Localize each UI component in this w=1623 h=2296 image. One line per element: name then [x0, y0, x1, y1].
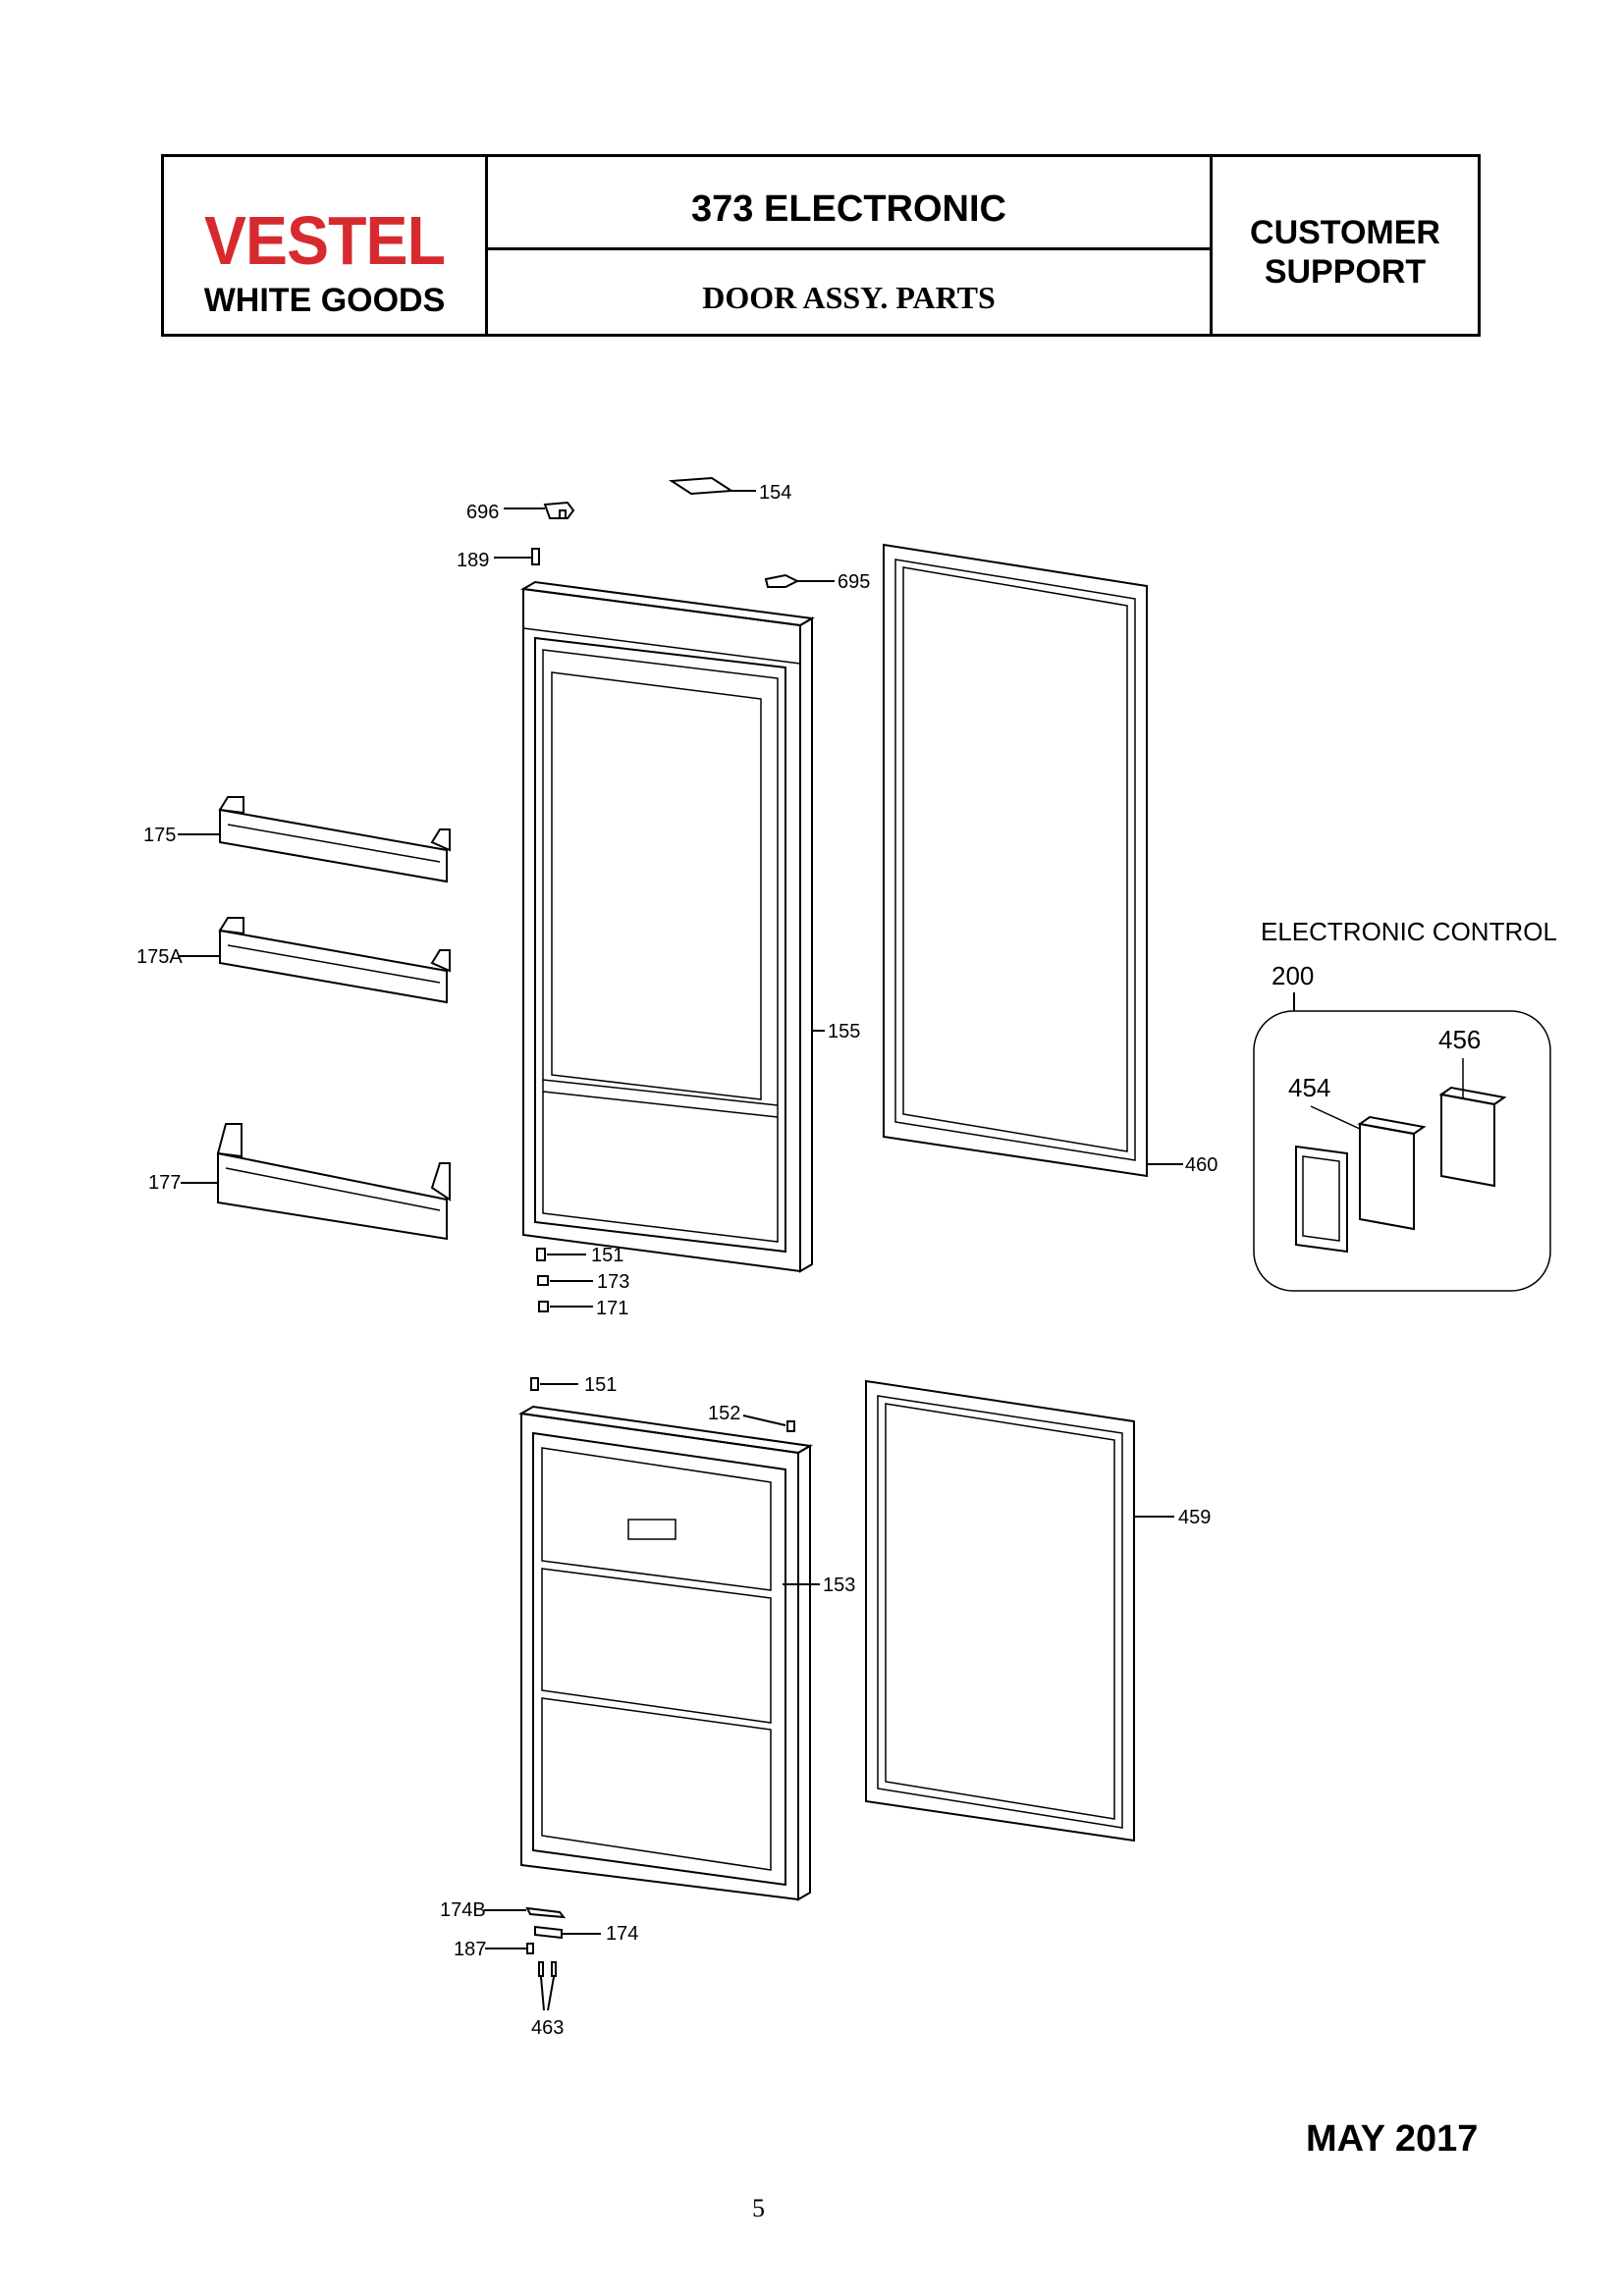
label-174: 174: [606, 1923, 638, 1945]
part-174: [534, 1925, 601, 1940]
label-454: 454: [1288, 1073, 1330, 1102]
support-cell: CUSTOMER SUPPORT: [1213, 157, 1478, 334]
door-shelf-175: [178, 796, 451, 883]
callout-labels: 696 154 189 695 175 175A 177 155 460 151…: [136, 482, 1557, 2039]
upper-gasket-460: [883, 543, 1183, 1178]
part-174B: [484, 1906, 567, 1919]
part-696-hinge-cover: [504, 501, 575, 519]
brand-logo: VESTEL: [204, 202, 446, 279]
label-696: 696: [466, 502, 499, 523]
label-174B: 174B: [440, 1899, 486, 1921]
electronic-control-title: ELECTRONIC CONTROL: [1261, 917, 1557, 946]
label-189: 189: [457, 550, 489, 571]
part-171: [538, 1301, 593, 1312]
lower-gasket-459: [865, 1379, 1174, 1842]
label-154: 154: [759, 482, 791, 504]
part-695-hinge-cover: [764, 573, 835, 588]
door-shelf-175A: [178, 917, 451, 1004]
part-189-bush: [494, 548, 540, 565]
label-173: 173: [597, 1271, 629, 1293]
label-152: 152: [708, 1403, 740, 1424]
title-divider: [488, 247, 1210, 250]
label-175: 175: [143, 825, 176, 846]
label-151-lower: 151: [584, 1374, 617, 1396]
label-155: 155: [828, 1021, 860, 1042]
part-173: [537, 1275, 593, 1286]
label-459: 459: [1178, 1507, 1211, 1528]
label-200: 200: [1271, 961, 1314, 990]
label-175A: 175A: [136, 946, 183, 968]
part-463: [538, 1961, 557, 2011]
label-695: 695: [838, 571, 870, 593]
part-152: [742, 1415, 795, 1432]
part-151-upper: [536, 1248, 586, 1261]
section-title: DOOR ASSY. PARTS: [702, 280, 996, 315]
model-title: 373 ELECTRONIC: [691, 188, 1006, 230]
part-154-cap: [668, 476, 756, 496]
label-151-upper: 151: [591, 1245, 623, 1266]
page-number: 5: [752, 2194, 765, 2222]
part-187: [485, 1943, 534, 1954]
title-block: VESTEL WHITE GOODS 373 ELECTRONIC DOOR A…: [161, 154, 1481, 337]
label-460: 460: [1185, 1154, 1217, 1176]
electronic-control-group: [1253, 992, 1551, 1292]
label-171: 171: [596, 1298, 628, 1319]
part-151-lower: [530, 1377, 578, 1391]
publication-date: MAY 2017: [1306, 2118, 1479, 2160]
label-153: 153: [823, 1575, 855, 1596]
brand-cell: VESTEL WHITE GOODS: [164, 157, 488, 334]
label-187: 187: [454, 1939, 486, 1960]
customer-support-label: CUSTOMER SUPPORT: [1250, 214, 1440, 291]
door-shelf-177: [181, 1123, 451, 1241]
label-177: 177: [148, 1172, 181, 1194]
upper-door-155: [519, 580, 825, 1273]
brand-subtitle: WHITE GOODS: [203, 282, 446, 319]
title-cell: 373 ELECTRONIC DOOR ASSY. PARTS: [488, 157, 1213, 334]
label-463: 463: [531, 2017, 564, 2039]
label-456: 456: [1438, 1025, 1481, 1054]
lower-door-153: [518, 1405, 820, 1901]
